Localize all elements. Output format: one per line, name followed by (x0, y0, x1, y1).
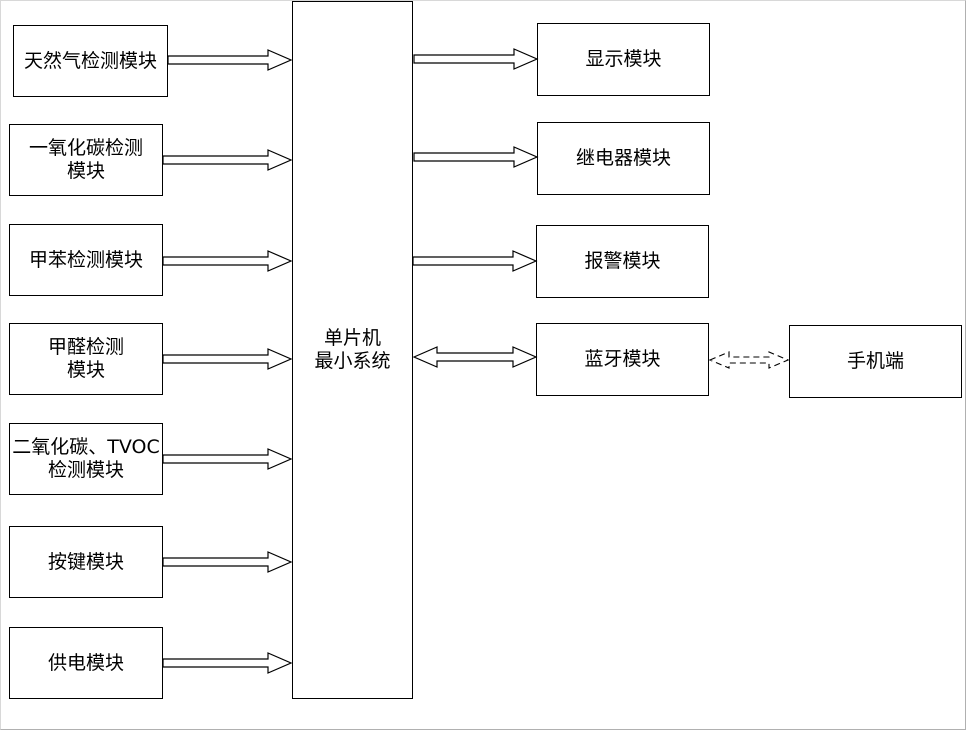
mcu-minimum-system: 单片机 最小系统 (292, 1, 413, 699)
arrow-natural-gas (167, 49, 293, 71)
toluene-module: 甲苯检测模块 (9, 224, 163, 296)
arrow-toluene (162, 250, 293, 272)
arrow-bluetooth-bidirectional (412, 346, 538, 368)
arrow-alarm (412, 250, 538, 272)
arrow-phone-link-dashed (708, 351, 790, 369)
carbon-monoxide-module: 一氧化碳检测 模块 (9, 124, 163, 196)
arrow-formaldehyde (162, 348, 293, 370)
alarm-module: 报警模块 (536, 225, 709, 298)
arrow-power (162, 652, 293, 674)
arrow-co2-tvoc (162, 448, 293, 470)
natural-gas-module: 天然气检测模块 (13, 25, 168, 97)
relay-module: 继电器模块 (537, 122, 710, 195)
co2-tvoc-module: 二氧化碳、TVOC 检测模块 (9, 423, 163, 495)
button-module: 按键模块 (9, 526, 163, 598)
arrow-relay (413, 146, 539, 168)
phone-terminal: 手机端 (789, 325, 962, 398)
display-module: 显示模块 (537, 23, 710, 96)
arrow-carbon-monoxide (162, 149, 293, 171)
bluetooth-module: 蓝牙模块 (536, 323, 709, 396)
arrow-button (162, 551, 293, 573)
arrow-display (413, 48, 539, 70)
power-module: 供电模块 (9, 627, 163, 699)
